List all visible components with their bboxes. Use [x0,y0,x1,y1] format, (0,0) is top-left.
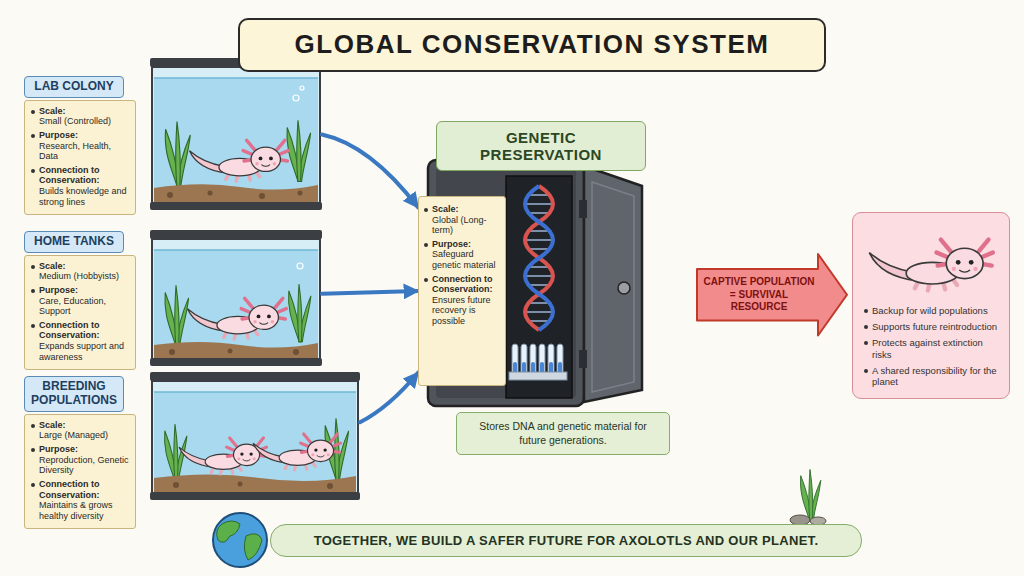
bullet-text: Connection to Conservation: Ensures futu… [423,274,501,327]
bullet-lead: Scale: [39,420,130,431]
bullet-text: Scale: Large (Managed) [30,420,130,441]
bullet-text: Connection to Conservation: Expands supp… [30,320,130,362]
bullet-text: Purpose: Reproduction, Genetic Diversity [30,444,130,476]
bullet-lead: Scale: [39,261,130,272]
bullet-text: Purpose: Research, Health, Data [30,130,130,162]
arrow-label: CAPTIVE POPULATION = SURVIVAL RESOURCE [703,276,815,314]
footer-banner: TOGETHER, WE BUILD A SAFER FUTURE FOR AX… [270,524,862,557]
bullet-text: A shared responsibility for the planet [863,365,1001,387]
info-panel: Scale: Global (Long-term)Purpose: Safegu… [418,196,506,386]
caption-box: Stores DNA and genetic material for futu… [456,412,670,455]
earth-globe [213,513,267,567]
bullet-value: Safeguard genetic material [432,249,496,270]
home-tank [150,230,322,366]
bullet-text: Connection to Conservation: Maintains & … [30,479,130,521]
group-tab: LAB COLONY [24,76,124,98]
bullet-lead: Purpose: [39,130,130,141]
info-card: Scale: Medium (Hobbyists) Purpose: Care, … [24,255,136,370]
bullet-text: Purpose: Care, Education, Support [30,285,130,317]
group-card: BREEDING POPULATIONSScale: Large (Manage… [24,376,360,529]
breeding-tank [150,372,360,500]
bullet-value: Maintains & grows healthy diversity [39,500,113,521]
diagram-title: GLOBAL CONSERVATION SYSTEM [238,18,826,72]
bullet-text: Scale: Global (Long-term) [423,204,501,236]
flow-arrow [322,134,418,207]
bullet-text: Purpose: Safeguard genetic material [423,239,501,271]
node-text: Stores DNA and genetic material for futu… [467,420,659,447]
bullet-text: Protects against extinction risks [863,337,1001,359]
bullet-value: Global (Long-term) [432,215,487,236]
bullet-lead: Connection to Conservation: [39,165,130,186]
bullet-lead: Purpose: [39,444,130,455]
node-text: TOGETHER, WE BUILD A SAFER FUTURE FOR AX… [285,533,847,548]
group-card: HOME TANKS Scale: Medium (Hobbyists) Purpo… [24,231,322,370]
bullet-text: Connection to Conservation: Builds knowl… [30,165,130,207]
group-tab: HOME TANKS [24,231,124,253]
group-card: LAB COLONY Scale: Small (Controlled) Purpo… [24,76,322,215]
bullet-lead: Connection to Conservation: [39,320,130,341]
bullet-lead: Connection to Conservation: [39,479,130,500]
info-card: Scale: Small (Controlled) Purpose: Resear… [24,100,136,215]
group-tab: BREEDING POPULATIONS [24,376,124,412]
info-card: Scale: Large (Managed) Purpose: Reproduct… [24,414,136,529]
bullet-value: Large (Managed) [39,430,108,440]
bullet-value: Reproduction, Genetic Diversity [39,455,129,476]
bullet-lead: Scale: [39,106,130,117]
flow-arrow [322,291,418,294]
bullet-lead: Purpose: [432,239,501,250]
node-text: GENETIC PRESERVATION [443,129,639,163]
bullet-text: Supports future reintroduction [863,321,1001,332]
sprout [790,470,826,525]
bullet-value: Care, Education, Support [39,296,106,317]
arrow-outline [697,254,847,336]
benefit-box: Backup for wild populationsSupports futu… [852,212,1010,399]
bullet-lead: Scale: [432,204,501,215]
flow-arrow [360,373,418,423]
bullet-text: Backup for wild populations [863,305,1001,316]
bullet-text: Scale: Small (Controlled) [30,106,130,127]
lab-tank [150,58,322,210]
bullet-lead: Connection to Conservation: [432,274,501,295]
section-header: GENETIC PRESERVATION [436,121,646,171]
bullet-lead: Purpose: [39,285,130,296]
axolotl-figure [865,219,995,297]
bullet-value: Medium (Hobbyists) [39,271,119,281]
bullet-value: Expands support and awareness [39,341,124,362]
bullet-value: Research, Health, Data [39,141,111,162]
bullet-value: Builds knowledge and strong lines [39,186,127,207]
bullet-value: Small (Controlled) [39,116,111,126]
bullet-text: Scale: Medium (Hobbyists) [30,261,130,282]
arrow-banner: CAPTIVE POPULATION = SURVIVAL RESOURCE [696,253,848,337]
bullet-value: Ensures future recovery is possible [432,295,491,326]
